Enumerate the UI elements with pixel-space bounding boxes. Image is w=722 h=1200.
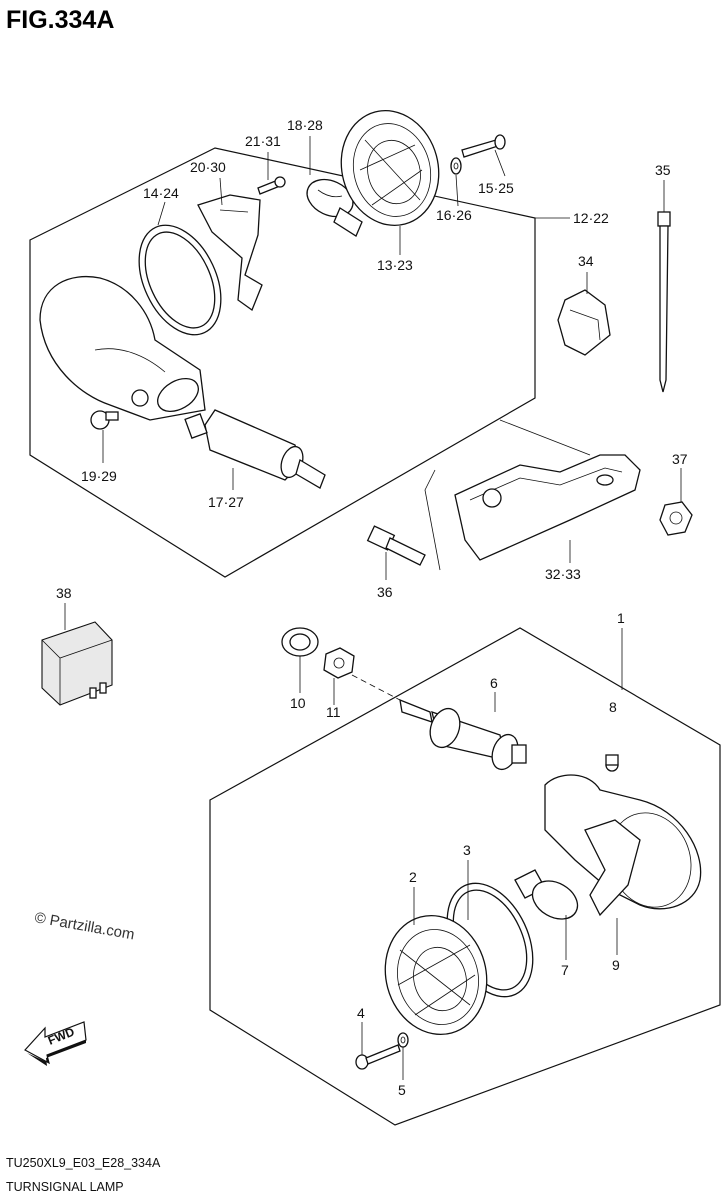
callout-38: 38 xyxy=(56,585,72,601)
callout-20-30: 20·30 xyxy=(190,159,226,175)
callout-11: 11 xyxy=(326,704,341,720)
figure-title: FIG.334A xyxy=(6,6,114,34)
callout-19-29: 19·29 xyxy=(81,468,117,484)
callout-16-26: 16·26 xyxy=(436,207,472,223)
lamp-nut xyxy=(323,647,355,679)
watermark: © Partzilla.com xyxy=(33,909,135,943)
callout-36: 36 xyxy=(377,584,393,600)
callout-14-24: 14·24 xyxy=(143,185,179,201)
callout-10: 10 xyxy=(290,695,306,711)
upper-bulb xyxy=(306,178,363,237)
lower-lens xyxy=(384,914,488,1036)
callout-2: 2 xyxy=(409,869,417,885)
callout-18-28: 18·28 xyxy=(287,117,323,133)
cable-tie xyxy=(657,211,671,393)
callout-35: 35 xyxy=(655,162,671,178)
upper-screw-long xyxy=(461,134,506,158)
callout-9: 9 xyxy=(612,957,620,973)
figure-caption: TURNSIGNAL LAMP xyxy=(6,1180,124,1194)
upper-screw-mount xyxy=(90,410,119,430)
upper-assembly-box xyxy=(29,147,536,578)
bracket-dashed-link xyxy=(499,419,591,456)
grommet xyxy=(281,627,319,657)
bracket-zig-line xyxy=(424,469,441,571)
callout-8: 8 xyxy=(609,699,617,715)
nut-dashed-link xyxy=(351,674,401,701)
lower-washer xyxy=(397,1032,409,1048)
flange-nut xyxy=(659,501,693,536)
callout-34: 34 xyxy=(578,253,594,269)
callout-13-23: 13·23 xyxy=(377,257,413,273)
callout-15-25: 15·25 xyxy=(478,180,514,196)
clamp xyxy=(557,289,611,356)
callout-32-33: 32·33 xyxy=(545,566,581,582)
lower-bulb xyxy=(514,869,579,920)
lower-socket xyxy=(399,698,527,771)
callout-12-22: 12·22 xyxy=(573,210,609,226)
mount-bracket xyxy=(454,454,641,561)
upper-screw-small xyxy=(257,176,286,195)
callout-4: 4 xyxy=(357,1005,365,1021)
callout-6: 6 xyxy=(490,675,498,691)
upper-socket xyxy=(184,409,326,489)
upper-lamp-housing xyxy=(39,276,206,421)
lower-lamp-housing xyxy=(544,754,702,917)
model-code: TU250XL9_E03_E28_334A xyxy=(6,1156,161,1170)
upper-washer xyxy=(450,157,462,175)
upper-reflector xyxy=(197,194,263,312)
lower-assembly-box xyxy=(209,627,721,1126)
callout-7: 7 xyxy=(561,962,569,978)
callout-21-31: 21·31 xyxy=(245,133,281,149)
callout-5: 5 xyxy=(398,1082,406,1098)
callout-3: 3 xyxy=(463,842,471,858)
upper-lens-gasket xyxy=(138,224,222,336)
upper-lens xyxy=(340,109,440,227)
leader-lines xyxy=(64,136,682,1080)
fwd-arrow-icon: FWD xyxy=(24,1021,87,1066)
flange-bolt xyxy=(366,525,426,566)
callout-37: 37 xyxy=(672,451,688,467)
lower-screw xyxy=(355,1044,401,1070)
relay xyxy=(41,621,113,706)
callout-17-27: 17·27 xyxy=(208,494,244,510)
callout-1: 1 xyxy=(617,610,625,626)
